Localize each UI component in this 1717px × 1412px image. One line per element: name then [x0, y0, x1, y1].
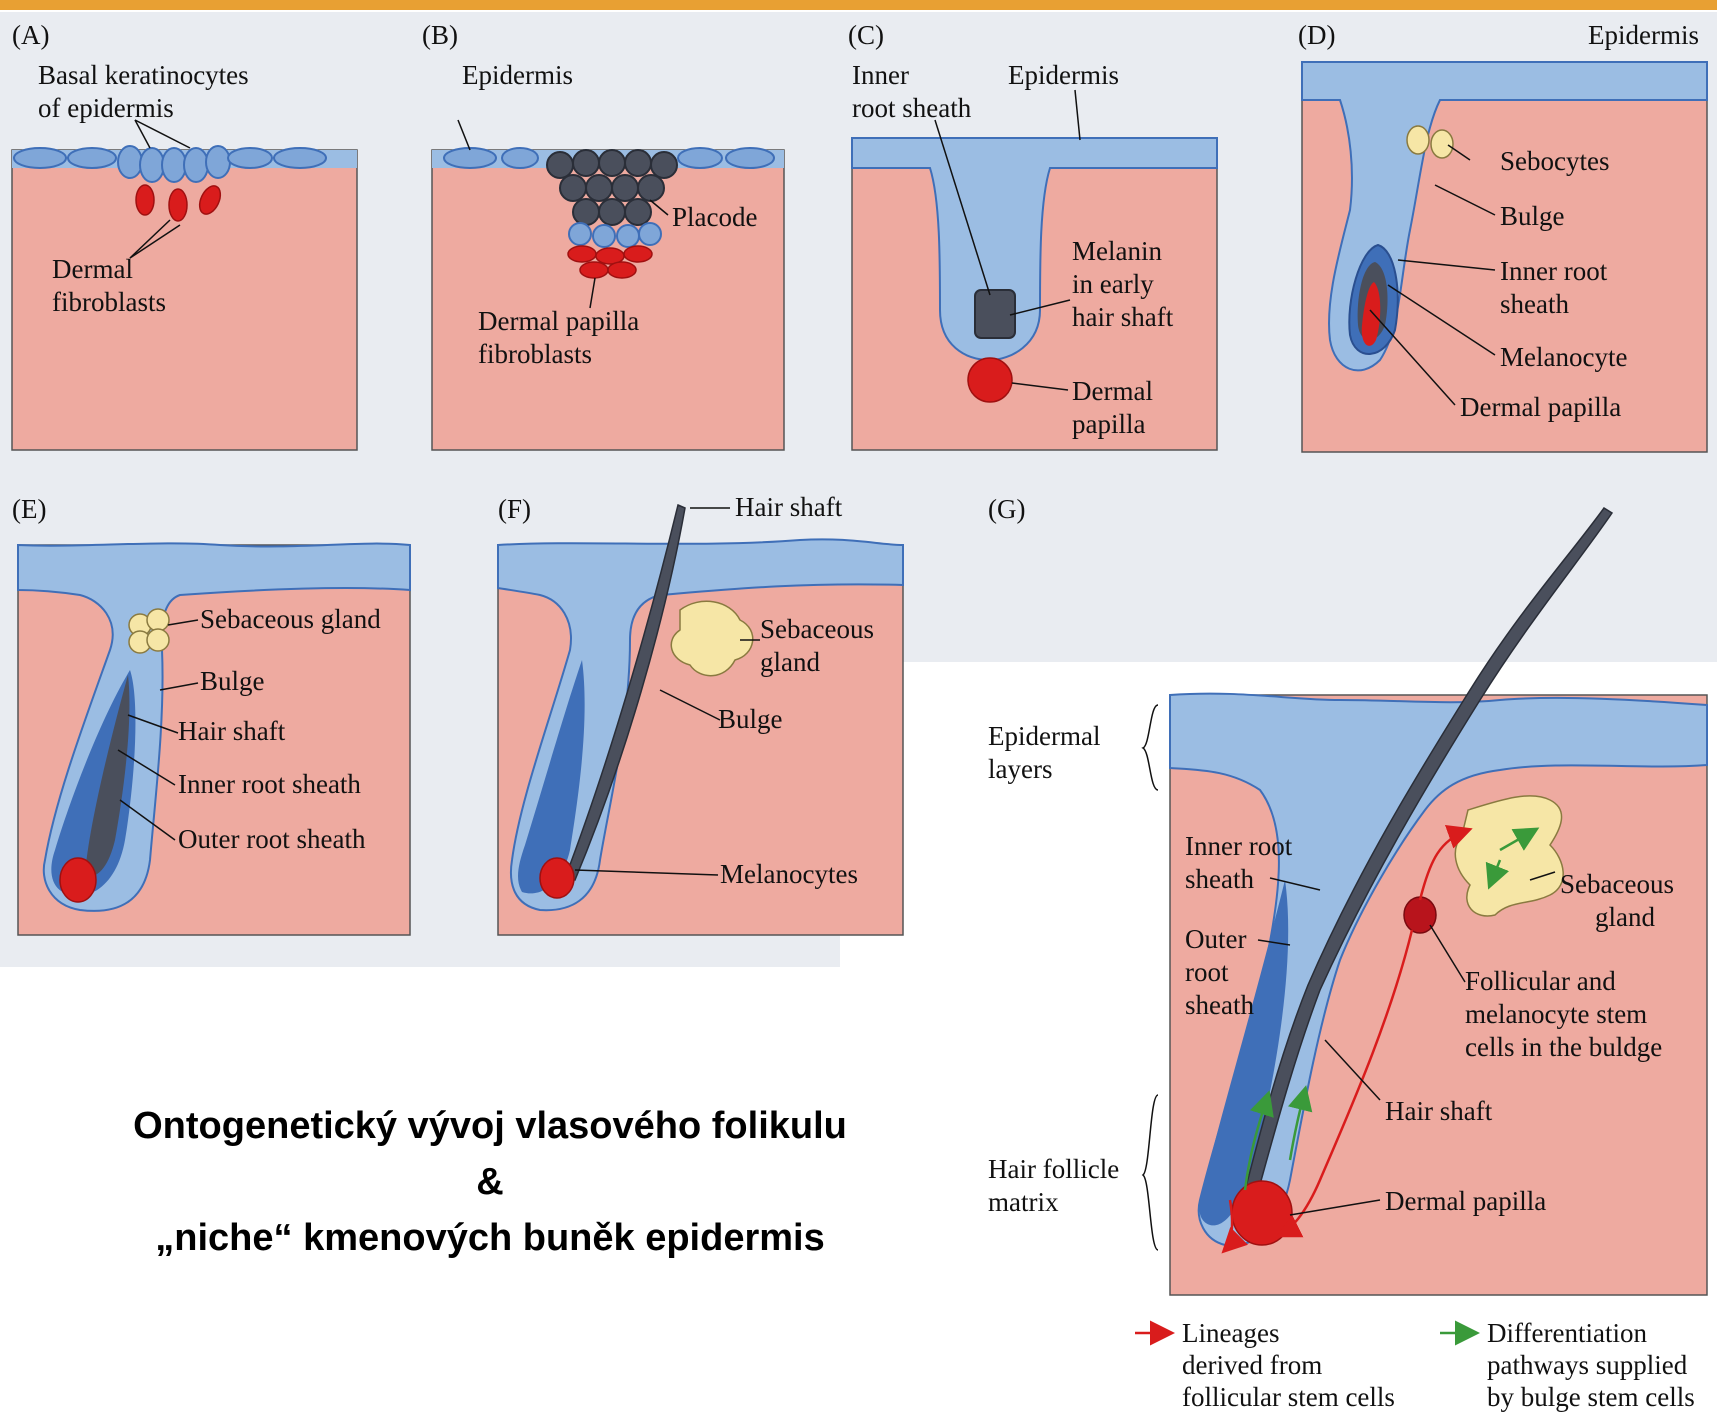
label-root: root [1185, 957, 1229, 987]
label-in-early: in early [1072, 269, 1154, 299]
label-gland: gland [1595, 902, 1655, 932]
label-inner-root-sheath: Inner root sheath [178, 769, 361, 799]
label-sheath: sheath [1185, 864, 1254, 894]
label-sebocytes: Sebocytes [1500, 146, 1609, 176]
panel-f: (F) Hair shaft Sebaceous gland Bulge Mel… [498, 492, 903, 935]
label-sebaceous: Sebaceous [1560, 869, 1674, 899]
label-melanocyte: Melanocyte [1500, 342, 1627, 372]
label-bulge: Bulge [200, 666, 265, 696]
sebocyte [1431, 130, 1453, 158]
panel-letter: (C) [848, 20, 884, 50]
label-epidermis: Epidermis [462, 60, 573, 90]
label-outer-root-sheath: Outer root sheath [178, 824, 366, 854]
label-dermal: Dermal [52, 254, 133, 284]
slide-caption: Ontogenetický vývoj vlasového folikulu &… [20, 1098, 960, 1266]
label-sebaceous: Sebaceous [760, 614, 874, 644]
label-outer: Outer [1185, 924, 1246, 954]
bracket-epidermal [1143, 705, 1158, 790]
label-hair-shaft: Hair shaft [735, 492, 843, 522]
label-hair-shaft: hair shaft [1072, 302, 1174, 332]
melanin-hair-shaft [975, 290, 1015, 338]
label-hair-shaft: Hair shaft [178, 716, 286, 746]
panel-letter: (F) [498, 494, 531, 524]
panel-letter: (E) [12, 494, 46, 524]
panel-letter: (D) [1298, 20, 1335, 50]
legend-green-line1: Differentiation [1487, 1318, 1647, 1348]
dermal-papilla [60, 858, 96, 902]
caption-line-2: & [20, 1154, 960, 1210]
label-dermal: Dermal [1072, 376, 1153, 406]
label-fibroblasts: fibroblasts [478, 339, 592, 369]
label-epidermis: Epidermis [1588, 20, 1699, 50]
label-dermal-papilla: Dermal papilla [1385, 1186, 1546, 1216]
label-cells-in-the-buldge: cells in the buldge [1465, 1032, 1662, 1062]
label-inner-root: Inner root [1185, 831, 1293, 861]
label-melanocyte-stem: melanocyte stem [1465, 999, 1647, 1029]
legend-red-line2: derived from [1182, 1350, 1322, 1380]
label-follicular-and: Follicular and [1465, 966, 1616, 996]
label-dermal-papilla: Dermal papilla [1460, 392, 1621, 422]
label-gland: gland [760, 647, 820, 677]
dermal-papilla [1232, 1181, 1292, 1245]
panel-e: (E) Sebaceous gland Bulge Hair shaft Inn… [12, 494, 410, 935]
label-bulge: Bulge [718, 704, 783, 734]
panel-b: (B) Epidermis Placode Dermal papilla fib… [422, 20, 784, 450]
label-hair-follicle: Hair follicle [988, 1154, 1119, 1184]
label-epidermal: Epidermal [988, 721, 1100, 751]
label-dermal-papilla: Dermal papilla [478, 306, 639, 336]
label-melanin: Melanin [1072, 236, 1162, 266]
label-sebaceous-gland: Sebaceous gland [200, 604, 381, 634]
dermal-papilla [540, 858, 574, 898]
panel-c: (C) Inner root sheath Epidermis Melanin … [848, 20, 1217, 450]
panel-letter: (B) [422, 20, 458, 50]
panel-letter: (G) [988, 494, 1025, 524]
label-inner-root: Inner root [1500, 256, 1608, 286]
label-placode: Placode [672, 202, 757, 232]
panel-g: (G) Epidermal layers Inner root sheath O… [988, 494, 1707, 1295]
panel-d: (D) Epidermis Sebocytes Bulge Inner root… [1298, 20, 1707, 452]
label-basal-keratinocytes: Basal keratinocytes [38, 60, 249, 90]
dermal-papilla [968, 358, 1012, 402]
sebocyte [1407, 126, 1429, 154]
label-root-sheath: root sheath [852, 93, 972, 123]
bracket-matrix [1143, 1095, 1158, 1250]
label-hair-shaft: Hair shaft [1385, 1096, 1493, 1126]
label-epidermis: Epidermis [1008, 60, 1119, 90]
panel-letter: (A) [12, 20, 49, 50]
caption-line-3: „niche“ kmenových buněk epidermis [20, 1210, 960, 1266]
label-fibroblasts: fibroblasts [52, 287, 166, 317]
label-of-epidermis: of epidermis [38, 93, 174, 123]
label-papilla: papilla [1072, 409, 1145, 439]
label-inner: Inner [852, 60, 909, 90]
label-melanocytes: Melanocytes [720, 859, 858, 889]
label-sheath: sheath [1185, 990, 1254, 1020]
legend-red-line3: follicular stem cells [1182, 1382, 1395, 1412]
sebaceous-gland [129, 609, 169, 653]
legend: Lineages derived from follicular stem ce… [1135, 1318, 1695, 1412]
legend-red-line1: Lineages [1182, 1318, 1279, 1348]
label-matrix: matrix [988, 1187, 1059, 1217]
label-layers: layers [988, 754, 1052, 784]
label-sheath: sheath [1500, 289, 1569, 319]
legend-green-line3: by bulge stem cells [1487, 1382, 1695, 1412]
panel-a: (A) Basal keratinocytes of epidermis Der… [12, 20, 357, 450]
legend-green-line2: pathways supplied [1487, 1350, 1688, 1380]
caption-line-1: Ontogenetický vývoj vlasového folikulu [20, 1098, 960, 1154]
label-bulge: Bulge [1500, 201, 1565, 231]
